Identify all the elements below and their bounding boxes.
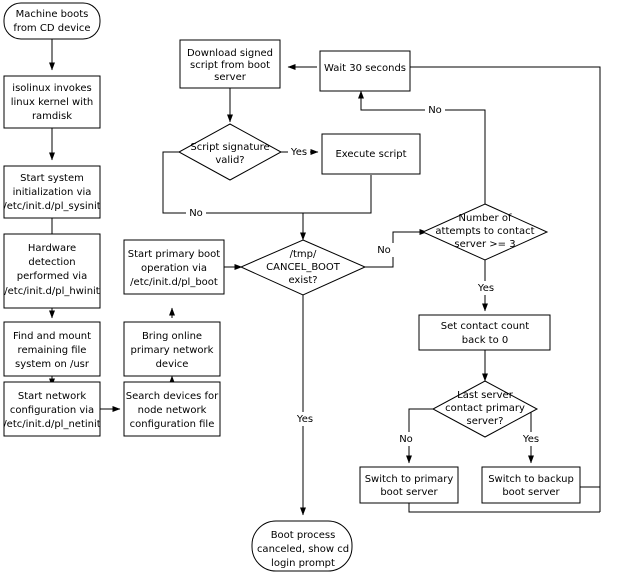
node-isolinux-line1: isolinux invokes [12,83,91,94]
node-isolinux-line2: linux kernel with [11,97,94,108]
node-hwinit-line1: Hardware [28,243,76,254]
node-hwinit-line3: performed via [17,271,87,282]
node-pl-boot-line1: Start primary boot [128,249,221,260]
node-search-devices[interactable]: Search devices for node network configur… [123,381,221,437]
node-cancel-boot[interactable]: /tmp/ CANCEL_BOOT exist? [239,239,367,296]
edge-attempts-no-to-wait [358,90,486,204]
node-hwinit-line2: detection [28,257,75,268]
node-last-primary-line2: contact primary [445,403,525,414]
node-pl-boot[interactable]: Start primary boot operation via /etc/in… [123,239,225,295]
node-last-primary-line1: Last server [457,390,514,401]
node-sysinit-line3: /etc/init.d/pl_sysinit [3,201,100,212]
node-switch-primary[interactable]: Switch to primary boot server [359,466,459,504]
node-bring-online-line1: Bring online [142,331,202,342]
node-reset-count-line1: Set contact count [441,321,529,332]
edge-sigvalid-no-to-cancelboot [162,151,303,214]
node-netinit-line3: /etc/init.d/pl_netinit [3,419,100,430]
node-search-devices-line1: Search devices for [126,391,219,402]
edge-label-last-yes: Yes [519,432,543,446]
node-attempts-line1: Number of [459,213,512,224]
node-isolinux-line3: ramdisk [32,111,72,122]
node-attempts[interactable]: Number of attempts to contact server >= … [421,203,549,261]
svg-text:No: No [377,245,391,256]
node-download-script-line3: server [214,72,247,83]
node-pl-boot-line3: /etc/init.d/pl_boot [130,277,218,288]
node-sig-valid-line2: valid? [215,155,244,166]
node-sig-valid[interactable]: Script signature valid? [177,123,283,181]
edge-switchprimary-to-returnbus [408,503,600,513]
edge-label-cancel-no: No [374,243,394,257]
node-attempts-line3: server >= 3 [454,239,515,250]
node-switch-primary-line2: boot server [380,487,438,498]
node-machine-boots-line2: from CD device [13,23,90,34]
node-netinit[interactable]: Start network configuration via /etc/ini… [3,381,101,437]
edge-label-sig-no: No [186,206,206,220]
edge-returnbus-to-wait [369,64,601,512]
node-isolinux[interactable]: isolinux invokes linux kernel with ramdi… [3,75,101,129]
node-search-devices-line3: configuration file [130,419,215,430]
node-cancel-boot-line1: /tmp/ [290,249,317,260]
node-download-script[interactable]: Download signed script from boot server [179,39,281,89]
edge-execute-to-cancelboot [303,175,372,214]
node-mount-usr-line2: remaining file [18,345,87,356]
node-machine-boots[interactable]: Machine boots from CD device [3,2,101,40]
svg-text:No: No [399,434,413,445]
node-bring-online-line2: primary network [131,345,214,356]
node-pl-boot-line2: operation via [141,263,207,274]
node-hwinit[interactable]: Hardware detection performed via /etc/in… [3,233,101,309]
svg-text:No: No [189,208,203,219]
node-download-script-line2: script from boot [190,60,270,71]
node-last-primary-line3: server? [467,416,504,427]
node-netinit-line2: configuration via [10,405,94,416]
node-boot-canceled-line3: login prompt [271,558,335,569]
node-sig-valid-line1: Script signature [190,142,269,153]
node-wait-30-line1: Wait 30 seconds [324,63,406,74]
node-cancel-boot-line2: CANCEL_BOOT [266,262,341,273]
node-wait-30[interactable]: Wait 30 seconds [319,50,411,92]
node-switch-backup-line2: boot server [502,487,560,498]
node-last-primary[interactable]: Last server contact primary server? [431,380,539,438]
svg-text:Yes: Yes [477,283,494,294]
svg-text:Yes: Yes [290,147,307,158]
node-mount-usr-line3: system on /usr [15,359,90,370]
edge-label-last-no: No [396,432,416,446]
node-execute-script-line1: Execute script [335,149,406,160]
edge-label-sig-yes: Yes [288,145,310,159]
node-reset-count-line2: back to 0 [462,335,509,346]
node-mount-usr-line1: Find and mount [13,331,91,342]
node-bring-online[interactable]: Bring online primary network device [123,321,221,377]
node-boot-canceled[interactable]: Boot process canceled, show cd login pro… [251,520,353,572]
node-reset-count[interactable]: Set contact count back to 0 [418,314,551,351]
node-sysinit-line1: Start system [20,173,84,184]
node-sysinit[interactable]: Start system initialization via /etc/ini… [3,165,101,219]
node-sysinit-line2: initialization via [13,187,92,198]
node-switch-backup-line1: Switch to backup [488,474,574,485]
node-switch-primary-line1: Switch to primary [365,474,454,485]
edge-label-cancel-yes: Yes [293,412,317,426]
node-mount-usr[interactable]: Find and mount remaining file system on … [3,321,101,377]
node-search-devices-line2: node network [138,405,207,416]
svg-text:No: No [428,105,442,116]
node-machine-boots-line1: Machine boots [16,9,89,20]
edge-label-attempts-no: No [425,103,445,117]
node-netinit-line1: Start network [18,391,86,402]
node-hwinit-line4: /etc/init.d/pl_hwinit [4,286,100,297]
node-bring-online-line3: device [156,359,189,370]
svg-text:Yes: Yes [296,414,313,425]
edge-label-attempts-yes: Yes [474,281,498,295]
node-switch-backup[interactable]: Switch to backup boot server [481,466,581,504]
node-attempts-line2: attempts to contact [435,226,534,237]
node-execute-script[interactable]: Execute script [321,133,421,175]
node-boot-canceled-line2: canceled, show cd [257,544,349,555]
svg-text:Yes: Yes [522,434,539,445]
node-download-script-line1: Download signed [187,48,273,59]
node-boot-canceled-line1: Boot process [271,530,336,541]
node-cancel-boot-line3: exist? [288,275,317,286]
